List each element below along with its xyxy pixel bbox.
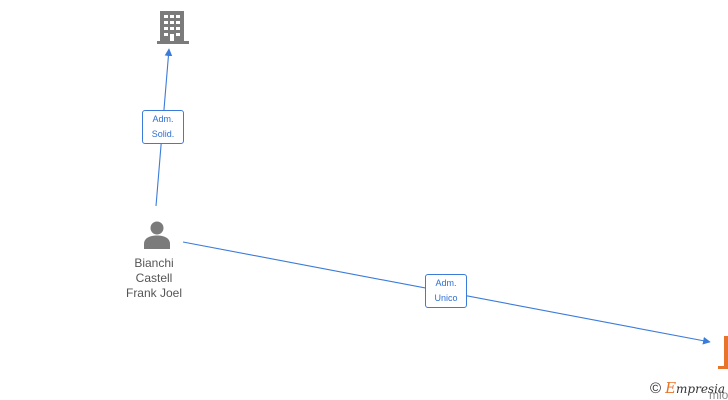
copyright-symbol: © <box>650 380 662 397</box>
company-name-partial[interactable]: mio <box>709 388 728 400</box>
brand-logo: Empresia <box>665 379 726 397</box>
building-icon[interactable] <box>718 336 728 370</box>
person-name-line: Castell <box>135 271 173 285</box>
person-name[interactable]: Bianchi Castell Frank Joel <box>104 256 204 301</box>
edge-label-line: Solid. <box>151 129 175 139</box>
edge-label-line: Unico <box>434 293 458 303</box>
person-name-line: Frank Joel <box>125 286 183 300</box>
edge-label-line: Adm. <box>435 278 457 288</box>
building-icon[interactable] <box>157 10 191 46</box>
edge-label-line: Adm. <box>152 114 174 124</box>
edge-label-adm-solid[interactable]: Adm. Solid. <box>142 110 184 144</box>
person-icon[interactable] <box>142 220 172 250</box>
edge-label-adm-unico[interactable]: Adm. Unico <box>425 274 467 308</box>
watermark: ©Empresia <box>650 379 725 397</box>
person-name-line: Bianchi <box>134 256 174 270</box>
